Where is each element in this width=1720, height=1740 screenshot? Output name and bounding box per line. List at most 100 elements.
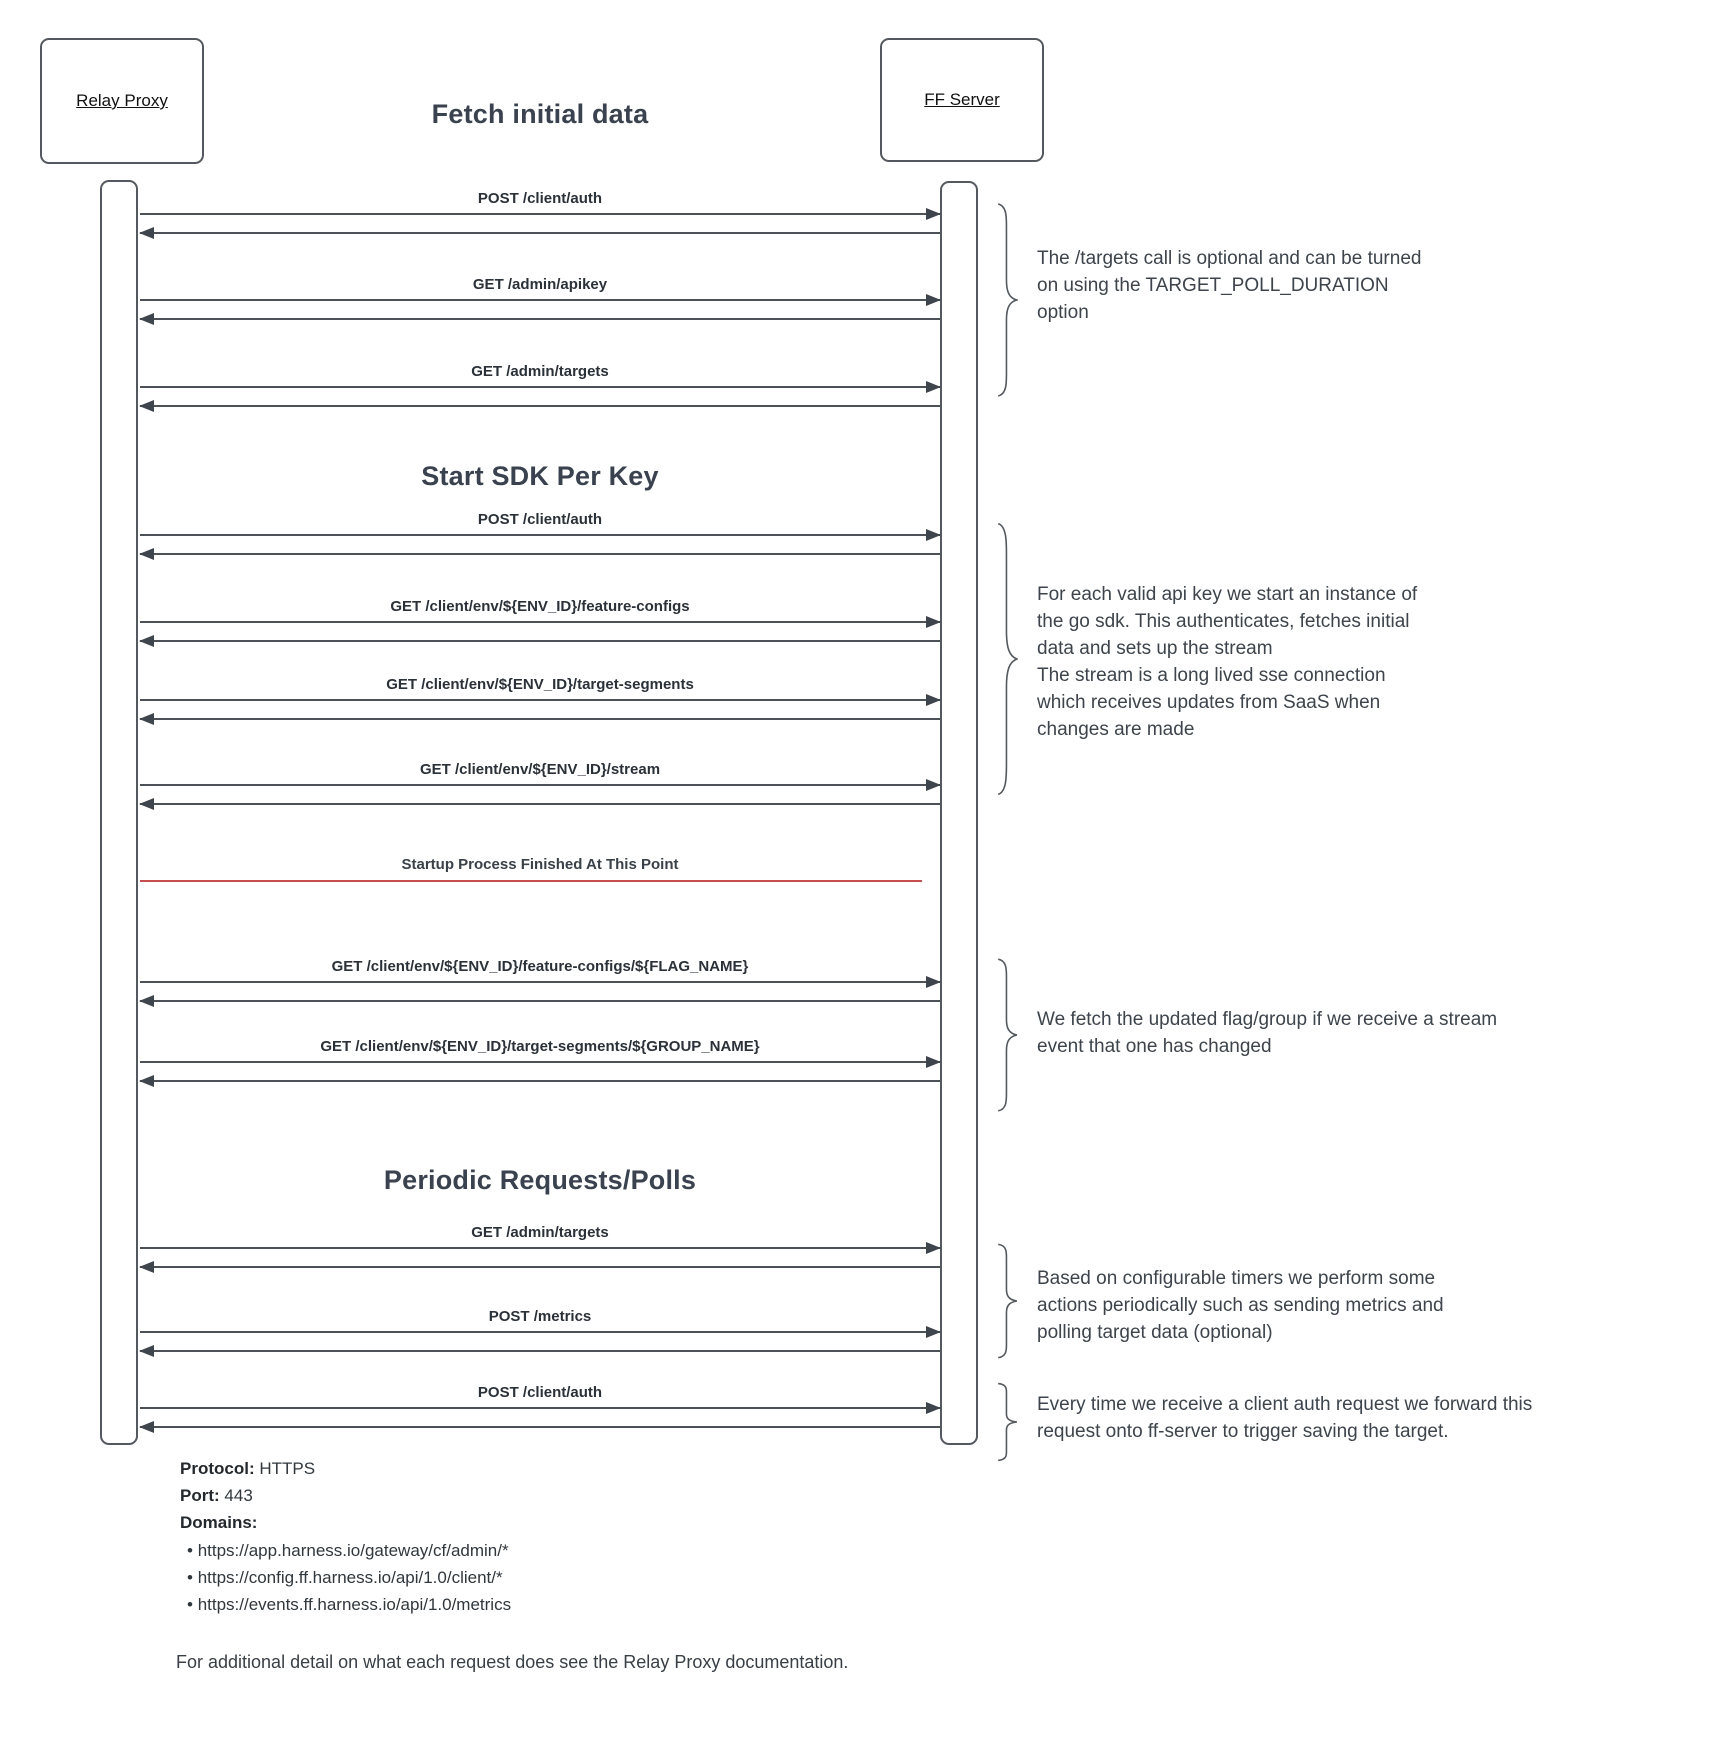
message-post-client-auth-1: POST /client/auth [139,190,941,250]
domain-list-item: https://config.ff.harness.io/api/1.0/cli… [180,1564,511,1591]
section-title-fetch-initial-data: Fetch initial data [431,99,649,129]
message-get-stream: GET /client/env/${ENV_ID}/stream [139,761,941,821]
startup-separator-line [140,880,922,882]
section-title-start-sdk-per-key: Start SDK Per Key [421,461,659,491]
arrowhead-left-icon [139,227,154,239]
message-get-target-segments: GET /client/env/${ENV_ID}/target-segment… [139,676,941,736]
arrowhead-right-icon [926,208,941,220]
ff-server-label: FF Server [924,90,1000,109]
message-get-admin-apikey: GET /admin/apikey [139,276,941,336]
arrowhead-right-icon [926,694,941,706]
message-get-feature-config-by-flag: GET /client/env/${ENV_ID}/feature-config… [139,958,941,1018]
arrowhead-right-icon [926,616,941,628]
response-arrow [139,1075,940,1087]
response-arrow [139,995,940,1007]
protocol-value: HTTPS [259,1459,316,1478]
domains-heading: Domains: [180,1513,258,1533]
arrowhead-left-icon [139,1345,154,1357]
response-arrow [139,227,940,239]
message-label: GET /client/env/${ENV_ID}/target-segment… [386,676,694,693]
arrowhead-left-icon [139,713,154,725]
response-arrow [139,635,940,647]
message-get-admin-targets-1: GET /admin/targets [139,363,941,423]
curly-brace-icon [996,200,1018,400]
response-arrow [139,1421,940,1433]
annotation-targets-optional: The /targets call is optional and can be… [1037,248,1422,323]
arrowhead-right-icon [926,1242,941,1254]
arrowhead-right-icon [926,529,941,541]
curly-brace-icon [996,956,1018,1114]
response-arrow [139,713,940,725]
message-label: GET /client/env/${ENV_ID}/stream [419,761,661,778]
request-arrow [140,616,941,628]
request-arrow [140,529,941,541]
arrowhead-left-icon [139,1261,154,1273]
arrowhead-left-icon [139,400,154,412]
footnote: For additional detail on what each reque… [176,1652,849,1672]
message-label: GET /admin/apikey [472,276,608,293]
message-label: GET /admin/targets [471,1224,609,1241]
message-post-metrics: POST /metrics [139,1308,941,1368]
startup-separator-label: Startup Process Finished At This Point [401,856,679,873]
ff-server-actor-box: FF Server [880,38,1044,162]
arrowhead-left-icon [139,1421,154,1433]
annotation-sdk-per-key: For each valid api key we start an insta… [1037,584,1418,740]
request-arrow [140,1056,941,1068]
relay-proxy-lifeline-bar [100,180,138,1445]
response-arrow [139,798,940,810]
annotation-periodic-timers: Based on configurable timers we perform … [1037,1268,1444,1343]
request-arrow [140,1402,941,1414]
request-arrow [140,381,941,393]
message-get-target-segment-by-group: GET /client/env/${ENV_ID}/target-segment… [139,1038,941,1098]
response-arrow [139,400,940,412]
message-label: GET /client/env/${ENV_ID}/feature-config… [331,958,749,975]
arrowhead-right-icon [926,1402,941,1414]
message-label: GET /client/env/${ENV_ID}/feature-config… [390,598,690,615]
message-label: POST /metrics [488,1308,592,1325]
request-arrow [140,779,941,791]
message-get-feature-configs: GET /client/env/${ENV_ID}/feature-config… [139,598,941,658]
arrowhead-left-icon [139,798,154,810]
port-line: Port: 443 [180,1482,511,1509]
port-value: 443 [224,1486,253,1506]
port-label: Port: [180,1486,220,1506]
relay-proxy-label: Relay Proxy [76,91,168,110]
message-label: GET /admin/targets [471,363,609,380]
arrowhead-left-icon [139,548,154,560]
response-arrow [139,548,940,560]
message-get-admin-targets-2: GET /admin/targets [139,1224,941,1284]
arrowhead-right-icon [926,381,941,393]
section-title-periodic-requests-polls: Periodic Requests/Polls [383,1165,697,1195]
arrowhead-left-icon [139,1075,154,1087]
connection-info: Protocol: HTTPS Port: 443 Domains: https… [180,1455,511,1618]
annotation-client-auth-forward: Every time we receive a client auth requ… [1037,1394,1533,1442]
arrowhead-right-icon [926,1056,941,1068]
annotation-stream-event-fetch: We fetch the updated flag/group if we re… [1037,1009,1498,1057]
message-label: POST /client/auth [477,190,603,207]
ff-server-lifeline-bar [940,181,978,1445]
relay-proxy-actor-box: Relay Proxy [40,38,204,164]
protocol-label: Protocol: [180,1459,255,1478]
request-arrow [140,976,941,988]
request-arrow [140,294,941,306]
message-label: POST /client/auth [477,1384,603,1401]
arrowhead-left-icon [139,635,154,647]
message-post-client-auth-2: POST /client/auth [139,511,941,571]
message-post-client-auth-3: POST /client/auth [139,1384,941,1444]
curly-brace-icon [996,518,1018,800]
response-arrow [139,313,940,325]
curly-brace-icon [996,1382,1018,1462]
request-arrow [140,1326,941,1338]
arrowhead-right-icon [926,1326,941,1338]
request-arrow [140,694,941,706]
arrowhead-right-icon [926,294,941,306]
response-arrow [139,1261,940,1273]
domain-list-item: https://app.harness.io/gateway/cf/admin/… [180,1537,511,1564]
curly-brace-icon [996,1242,1018,1360]
message-label: POST /client/auth [477,511,603,528]
arrowhead-left-icon [139,995,154,1007]
request-arrow [140,208,941,220]
arrowhead-left-icon [139,313,154,325]
request-arrow [140,1242,941,1254]
